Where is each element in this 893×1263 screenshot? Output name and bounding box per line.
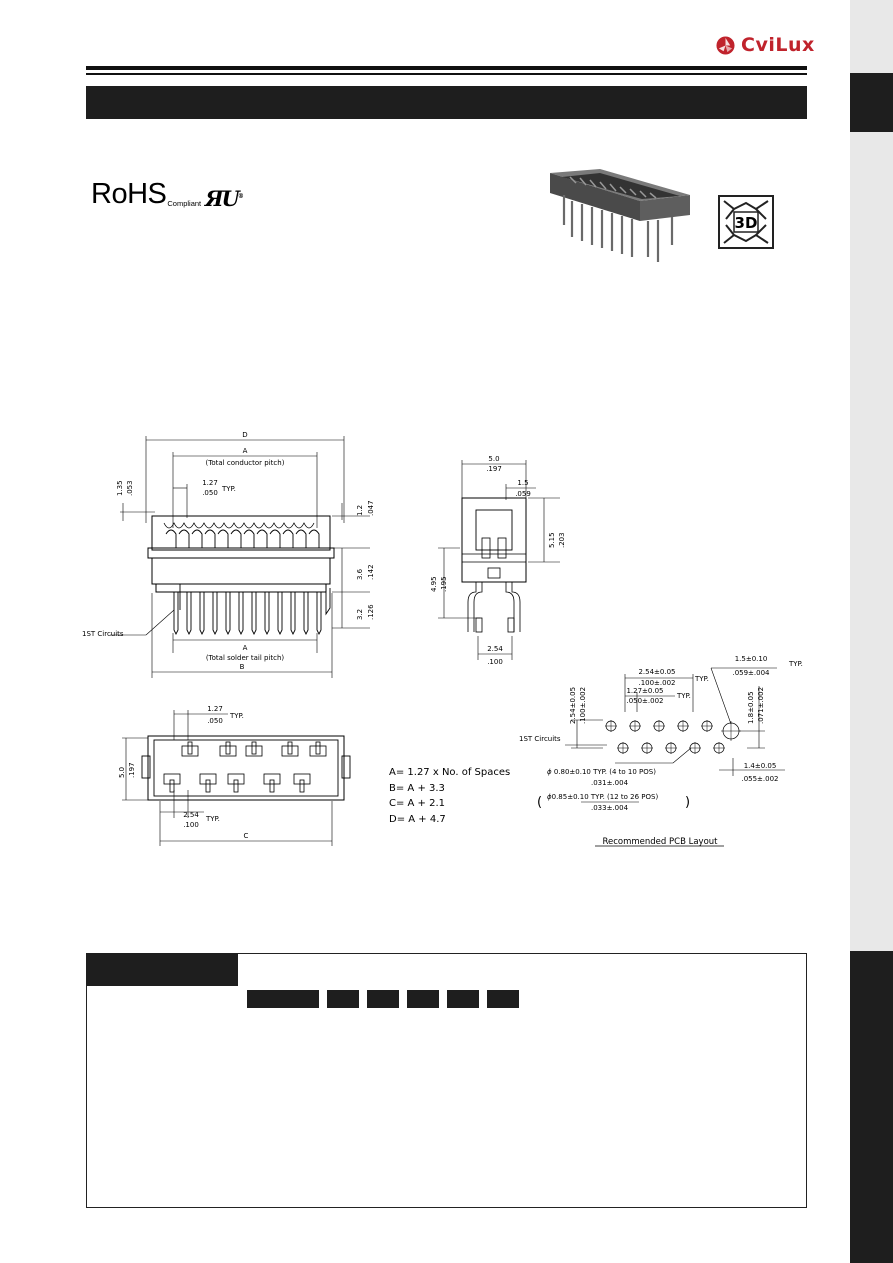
- side-dim-D: D: [242, 431, 247, 439]
- side-dim-A-note: (Total conductor pitch): [206, 459, 285, 467]
- part-code-segment-6: [487, 990, 519, 1008]
- side-pitch-in: .050: [202, 489, 218, 497]
- part-code-segment-1: [247, 990, 319, 1008]
- pcb-offset-in: .055±.002: [741, 775, 778, 783]
- rohs-text: RoHS: [91, 178, 167, 210]
- end-view-drawing: 5.0 .197 1.5 .059 5.15 .203 4.95 .195 2.…: [430, 455, 566, 666]
- top-pitch-mm: 1.27: [207, 705, 223, 713]
- pcb-row-mm: 2.54±0.05: [569, 687, 577, 724]
- pcb-pitch-mm: 2.54±0.05: [638, 668, 675, 676]
- part-code-segment-5: [447, 990, 479, 1008]
- side-typ: TYP.: [221, 485, 236, 493]
- section-tab-bottom: [850, 951, 893, 1263]
- rohs-mark: RoHS Compliant: [91, 180, 201, 209]
- part-code-segment-3: [367, 990, 399, 1008]
- side-h3-mm: 3.6: [356, 568, 364, 580]
- formula-A: A= 1.27 x No. of Spaces: [389, 767, 511, 778]
- side-view-drawing: D A (Total conductor pitch) 1.27 .050 TY…: [82, 431, 375, 678]
- end-s-in: .059: [515, 490, 531, 498]
- ordering-info-box: [86, 953, 807, 1208]
- logo-text: CviLux: [741, 34, 815, 56]
- formula-B: B= A + 3.3: [389, 782, 445, 794]
- pcb-hole-dia-in: .059±.004: [732, 669, 770, 677]
- title-bar: [86, 86, 807, 119]
- pcb-half-mm: 1.27±0.05: [626, 687, 663, 695]
- ul-registered: ®: [237, 193, 244, 200]
- side-dim-A2-note: (Total solder tail pitch): [206, 654, 285, 662]
- pcb-large-hole-in: .033±.004: [591, 804, 629, 812]
- formula-C: C= A + 2.1: [389, 798, 446, 809]
- end-w-mm: 5.0: [488, 455, 499, 463]
- side-h1-mm: 1.35: [116, 480, 124, 496]
- dimension-formulas: A= 1.27 x No. of Spaces B= A + 3.3 C= A …: [389, 765, 510, 827]
- part-code-segment-2: [327, 990, 359, 1008]
- pcb-row-in: .100±.002: [579, 687, 587, 724]
- pcb-paren-close: ): [685, 795, 690, 810]
- side-dim-A: A: [243, 447, 248, 455]
- pcb-layout-drawing: 1.5±0.10 .059±.004 TYP. 2.54±0.05 .100±.…: [519, 655, 803, 847]
- top-pitch-in: .050: [207, 717, 223, 725]
- side-h2-mm: 1.2: [356, 505, 364, 516]
- header-rule-thin: [86, 73, 807, 75]
- top-typ-2: TYP.: [205, 815, 220, 823]
- section-tab-top: [850, 73, 893, 132]
- side-dim-B: B: [240, 663, 245, 671]
- pcb-caption: Recommended PCB Layout: [602, 837, 718, 847]
- end-h-in: .203: [558, 532, 566, 548]
- ordering-info-header: [86, 953, 238, 986]
- top-h-mm: 5.0: [118, 767, 126, 778]
- pcb-typ-2: TYP.: [694, 675, 709, 683]
- 3d-model-badge[interactable]: 3D: [718, 195, 774, 249]
- end-h2-mm: 4.95: [430, 576, 438, 592]
- end-w-in: .197: [486, 465, 502, 473]
- end-pitch-in: .100: [487, 658, 503, 666]
- formula-D: D= A + 4.7: [389, 813, 446, 825]
- pcb-edge-mm: 1.8±0.05: [747, 691, 755, 724]
- end-pitch-mm: 2.54: [487, 645, 503, 653]
- side-h2-in: .047: [367, 500, 375, 516]
- logo-icon: [716, 35, 735, 55]
- pcb-first-circuit: 1ST Circuits: [519, 735, 561, 743]
- pcb-offset-mm: 1.4±0.05: [744, 762, 777, 770]
- connector-product-image: [550, 169, 690, 262]
- 3d-label: 3D: [735, 214, 758, 232]
- 3d-model-icon: 3D: [723, 200, 769, 244]
- pcb-small-hole-in: .031±.004: [591, 779, 629, 787]
- top-view-drawing: 1.27 .050 TYP. 5.0 .197 2.54 .100 TYP. C: [118, 705, 351, 846]
- pcb-pitch-in: .100±.002: [638, 679, 675, 687]
- side-h1-in: .053: [126, 480, 134, 496]
- side-dim-A2: A: [243, 644, 248, 652]
- end-h2-in: .195: [440, 576, 448, 592]
- pcb-half-in: .050±.002: [626, 697, 663, 705]
- side-h3-in: .142: [367, 564, 375, 580]
- pcb-hole-dia: 1.5±0.10: [735, 655, 768, 663]
- end-s-mm: 1.5: [517, 479, 528, 487]
- ul-text: ЯU: [205, 186, 240, 211]
- part-code-segment-4: [407, 990, 439, 1008]
- side-first-circuit: 1ST Circuits: [82, 630, 124, 638]
- side-h4-in: .126: [367, 604, 375, 620]
- pcb-typ-3: TYP.: [676, 692, 691, 700]
- pcb-paren-open: (: [537, 795, 542, 810]
- top-typ-1: TYP.: [229, 712, 244, 720]
- top-row-in: .100: [183, 821, 199, 829]
- pcb-edge-in: .071±.002: [757, 687, 765, 724]
- top-dim-C: C: [244, 832, 249, 840]
- rohs-compliant-text: Compliant: [167, 199, 202, 208]
- ul-mark: ЯU®: [205, 186, 244, 211]
- brand-logo: CviLux: [716, 34, 815, 56]
- side-h4-mm: 3.2: [356, 609, 364, 620]
- end-h-mm: 5.15: [548, 532, 556, 548]
- pcb-small-hole: ϕ 0.80±0.10 TYP. (4 to 10 POS): [547, 768, 656, 776]
- side-pitch-mm: 1.27: [202, 479, 218, 487]
- top-h-in: .197: [128, 762, 136, 778]
- top-row-mm: 2.54: [183, 811, 199, 819]
- header-rule-thick: [86, 66, 807, 70]
- pcb-typ-1: TYP.: [788, 660, 803, 668]
- pcb-large-hole: ϕ0.85±0.10 TYP. (12 to 26 POS): [547, 793, 658, 801]
